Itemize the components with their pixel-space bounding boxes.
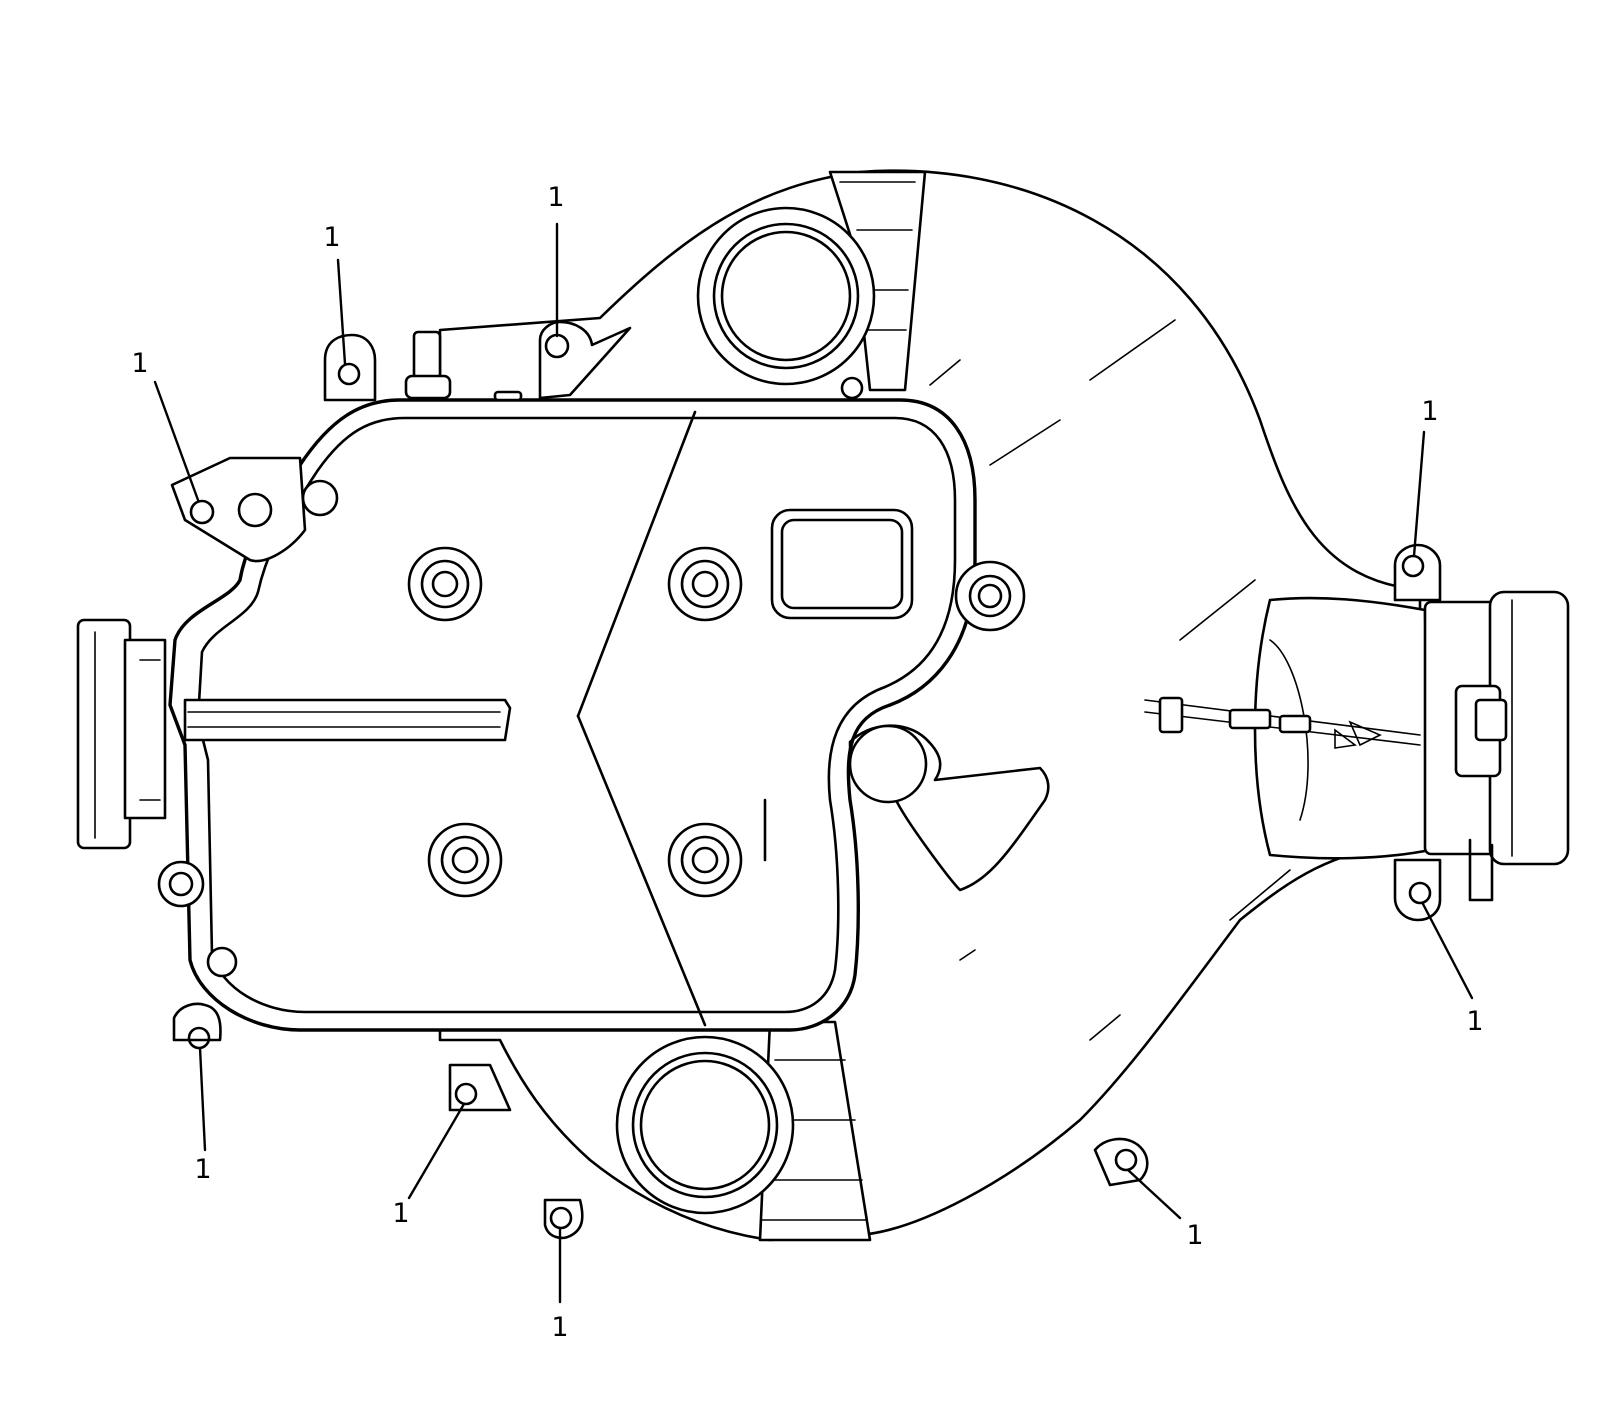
mounting-ears [157, 320, 1442, 1240]
wiring-harness [1144, 696, 1421, 746]
callout-label: 1 [1466, 1006, 1483, 1037]
left-flange [76, 618, 167, 850]
callout-label: 1 [323, 222, 340, 253]
callout-label: 1 [551, 1312, 568, 1343]
cover-bosses [407, 546, 743, 898]
callout-labels: 1 1 1 1 1 1 1 1 1 [131, 182, 1483, 1343]
upper-port [696, 170, 927, 392]
throttle-body [1253, 590, 1570, 902]
callout-label: 1 [1186, 1220, 1203, 1251]
callout-label: 1 [131, 348, 148, 379]
pcv-fitting [404, 330, 523, 402]
callout-label: 1 [1421, 396, 1438, 427]
callout-label: 1 [547, 182, 564, 213]
upper-cover [168, 398, 1050, 1032]
callout-leaders [153, 222, 1474, 1304]
callout-label: 1 [392, 1198, 409, 1229]
callout-label: 1 [194, 1154, 211, 1185]
lower-port [615, 1020, 872, 1242]
